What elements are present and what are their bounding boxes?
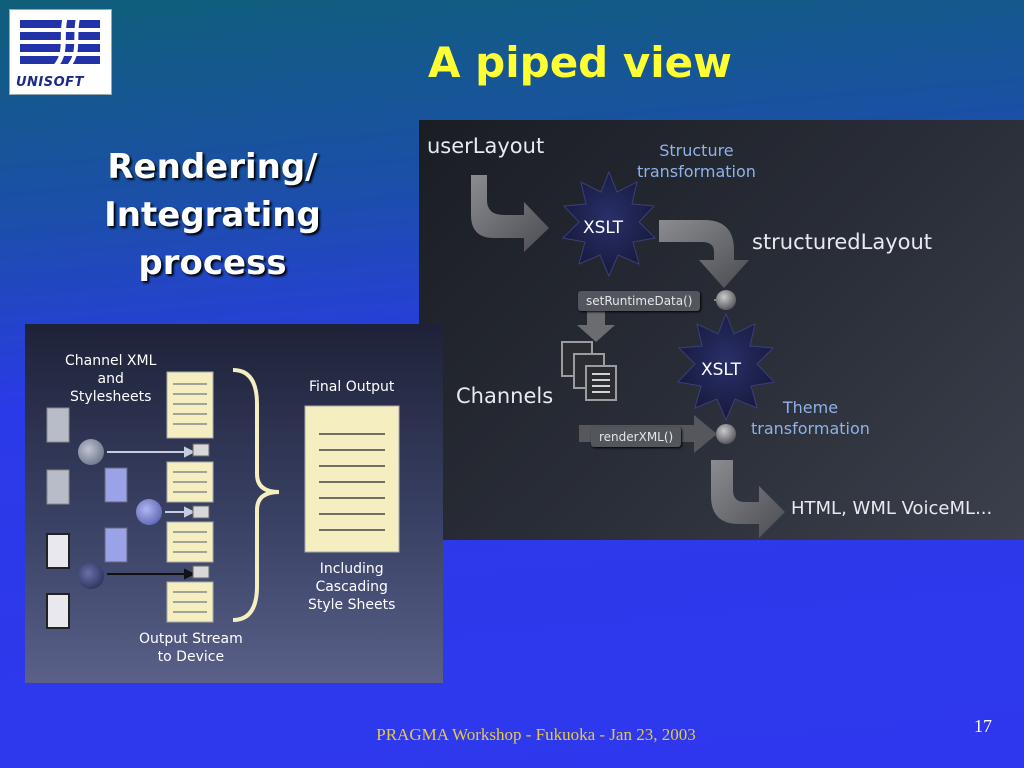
output-arrow	[711, 460, 785, 538]
heading-line-2: Integrating	[104, 195, 321, 235]
process-ball-dark	[78, 563, 104, 589]
heading-line-1: Rendering/	[107, 147, 318, 187]
final-output-label: Final Output	[309, 379, 395, 395]
xslt-bottom-label: XSLT	[701, 360, 741, 380]
xslt-star-bottom	[676, 312, 776, 422]
output-stream-label: Output Stream to Device	[139, 631, 243, 665]
pipeline-graphics	[471, 170, 785, 538]
set-runtime-data-pill: setRuntimeData()	[578, 291, 701, 311]
page-number: 17	[974, 716, 992, 736]
xslt-top-label: XSLT	[583, 218, 623, 238]
final-output-doc	[304, 405, 400, 553]
slide-heading: Rendering/ Integrating process	[40, 143, 385, 287]
render-xml-pill: renderXML()	[591, 427, 682, 447]
output-stream-column	[166, 371, 214, 623]
unisoft-logo: UNISOFT	[9, 9, 112, 95]
brace-icon	[232, 368, 280, 622]
curve-arrow-2	[659, 220, 749, 288]
logo-text: UNISOFT	[16, 75, 84, 90]
user-layout-label: userLayout	[427, 134, 545, 158]
process-ball-blue	[136, 499, 162, 525]
channels-label: Channels	[456, 384, 554, 408]
source-docs	[46, 407, 128, 629]
structured-layout-label: structuredLayout	[752, 230, 933, 254]
heading-line-3: process	[138, 243, 287, 283]
channel-xml-label: Channel XML and Stylesheets	[65, 353, 157, 405]
xslt-star-top	[561, 170, 657, 278]
theme-transformation-label: Theme transformation	[751, 398, 870, 438]
channel-docs-icon	[561, 341, 617, 401]
structure-transformation-label: Structure transformation	[637, 141, 756, 181]
connector-knob-2	[716, 424, 736, 444]
rendering-graphics	[46, 368, 400, 629]
rendering-diagram: Channel XML and Stylesheets Final Output…	[25, 324, 443, 683]
slide-footer: PRAGMA Workshop - Fukuoka - Jan 23, 2003	[376, 725, 696, 744]
including-css-label: Including Cascading Style Sheets	[308, 561, 396, 613]
process-ball-gray	[78, 439, 104, 465]
output-formats-label: HTML, WML VoiceML...	[791, 498, 993, 519]
connector-knob-1	[716, 290, 736, 310]
logo-mark-icon	[20, 17, 100, 74]
pipeline-diagram: userLayout Structure transformation XSLT…	[419, 120, 1024, 540]
down-arrow-1	[577, 310, 615, 342]
curve-arrow-1	[471, 175, 549, 252]
slide-title: A piped view	[428, 38, 732, 87]
